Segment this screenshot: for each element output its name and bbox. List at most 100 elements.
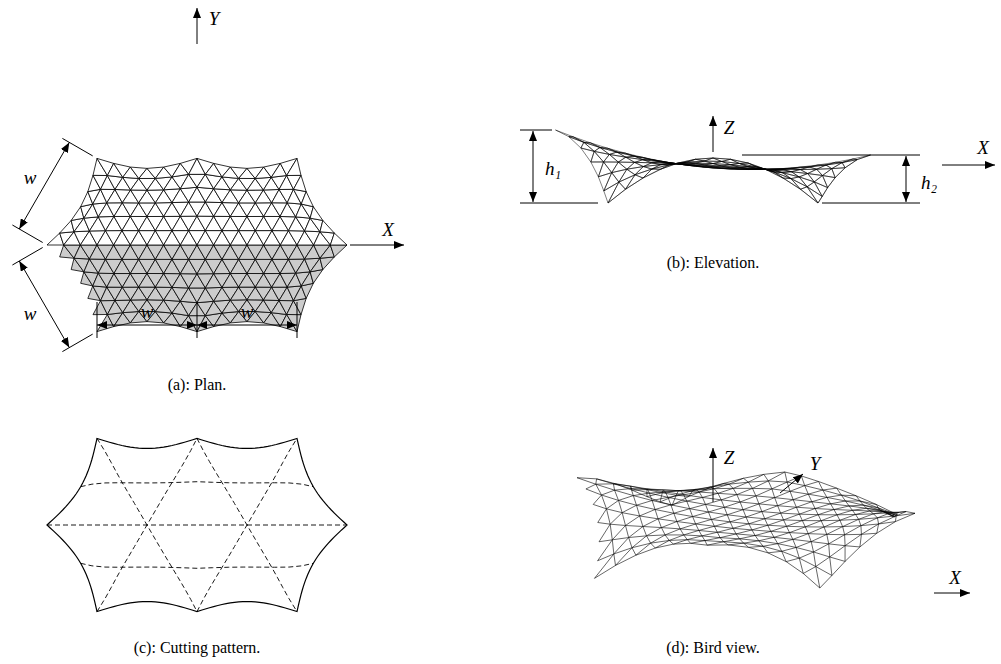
mesh-edge xyxy=(814,544,829,552)
mesh-edge xyxy=(744,541,759,543)
mesh-edge xyxy=(857,155,870,160)
mesh-edge xyxy=(636,500,652,505)
mesh-edge xyxy=(829,535,845,544)
mesh-edge xyxy=(635,162,644,166)
mesh-edge xyxy=(643,526,661,527)
mesh-edge xyxy=(717,528,733,532)
mesh-edge xyxy=(661,522,676,528)
mesh-edge xyxy=(870,510,882,511)
mesh-edge xyxy=(740,502,759,504)
caption: (c): Cutting pattern. xyxy=(134,640,261,656)
y-axis-arrow xyxy=(197,8,198,44)
mesh-edge xyxy=(762,512,765,519)
mesh-edge xyxy=(615,490,634,495)
mesh-edge xyxy=(661,162,679,164)
mesh-edge xyxy=(612,540,614,554)
mesh-edge xyxy=(817,169,823,175)
mesh-edge xyxy=(809,167,817,169)
mesh-edge xyxy=(828,178,836,188)
mesh-edge xyxy=(727,515,730,522)
mesh-edge xyxy=(845,534,862,535)
mesh-edge xyxy=(830,557,832,576)
mesh-edge xyxy=(906,512,915,514)
mesh-edge xyxy=(812,502,831,504)
mesh-edge xyxy=(647,493,662,497)
mesh-edge xyxy=(845,546,860,547)
mesh-edge xyxy=(831,504,834,510)
mesh-edge xyxy=(778,539,793,543)
mesh-edge xyxy=(801,187,808,190)
membrane-outline xyxy=(47,438,347,611)
mesh-edge xyxy=(821,520,840,521)
mesh-edge xyxy=(665,492,668,497)
mesh-edge xyxy=(573,137,591,143)
mesh-edge xyxy=(774,533,789,538)
mesh-edge xyxy=(827,497,831,503)
mesh-edge xyxy=(815,504,830,509)
mesh-edge xyxy=(852,508,866,510)
mesh-edge xyxy=(817,165,826,169)
mesh-edge xyxy=(778,544,782,552)
mesh-edge xyxy=(573,137,584,143)
mesh-edge xyxy=(827,534,829,543)
mesh-edge xyxy=(840,520,843,526)
mesh-edge xyxy=(608,182,619,203)
mesh-edge xyxy=(736,530,752,534)
mesh-edge xyxy=(660,502,672,505)
mesh-edge xyxy=(763,546,782,551)
mesh-edge xyxy=(632,490,647,496)
mesh-edge xyxy=(569,137,584,143)
mesh-edge xyxy=(598,509,607,523)
mesh-edge xyxy=(626,157,635,162)
mesh-edge xyxy=(856,514,859,519)
mesh-edge xyxy=(615,555,635,565)
mesh-triangle xyxy=(320,220,334,233)
mesh-edge xyxy=(826,165,832,169)
mesh-edge xyxy=(696,519,712,524)
mesh-edge xyxy=(783,169,800,170)
mesh-edge xyxy=(707,544,728,545)
mesh-edge xyxy=(647,497,660,502)
mesh-edge xyxy=(687,540,690,544)
mesh-edge xyxy=(663,489,678,491)
mesh-edge xyxy=(843,519,859,526)
mesh-edge xyxy=(752,481,768,488)
mesh-edge xyxy=(584,142,600,147)
caption: (b): Elevation. xyxy=(667,255,759,271)
mesh-edge xyxy=(733,482,748,488)
mesh-edge xyxy=(814,182,822,197)
mesh-edge xyxy=(828,178,836,188)
mesh-edge xyxy=(796,547,813,552)
mesh-edge xyxy=(606,509,622,513)
mesh-edge xyxy=(618,162,634,163)
mesh-edge xyxy=(827,534,845,535)
mesh-edge xyxy=(808,494,827,497)
mesh-edge xyxy=(687,164,705,166)
mesh-edge xyxy=(759,504,762,512)
caption: (d): Bird view. xyxy=(666,640,760,656)
mesh-edge xyxy=(771,526,787,531)
mesh-edge xyxy=(665,535,669,541)
mesh-edge xyxy=(830,557,845,561)
mesh-edge xyxy=(746,517,765,519)
mesh-edge xyxy=(687,501,690,509)
mesh-edge xyxy=(705,538,720,541)
mesh-edge xyxy=(618,157,625,162)
mesh-edge xyxy=(721,500,740,502)
mesh-edge xyxy=(643,526,647,535)
mesh-edge xyxy=(612,538,628,540)
mesh-edge xyxy=(699,526,715,530)
mesh-edge xyxy=(799,174,808,177)
mesh-edge xyxy=(586,489,602,495)
mesh-edge xyxy=(584,142,594,151)
mesh-edge xyxy=(618,162,627,169)
mesh-edge xyxy=(861,518,878,526)
mesh-edge xyxy=(836,159,854,162)
mesh-edge xyxy=(669,163,678,165)
mesh-edge xyxy=(635,162,644,166)
mesh-edge xyxy=(772,482,787,489)
mesh-edge xyxy=(609,152,617,154)
mesh-edge xyxy=(640,509,655,515)
mesh-edge xyxy=(606,500,618,508)
